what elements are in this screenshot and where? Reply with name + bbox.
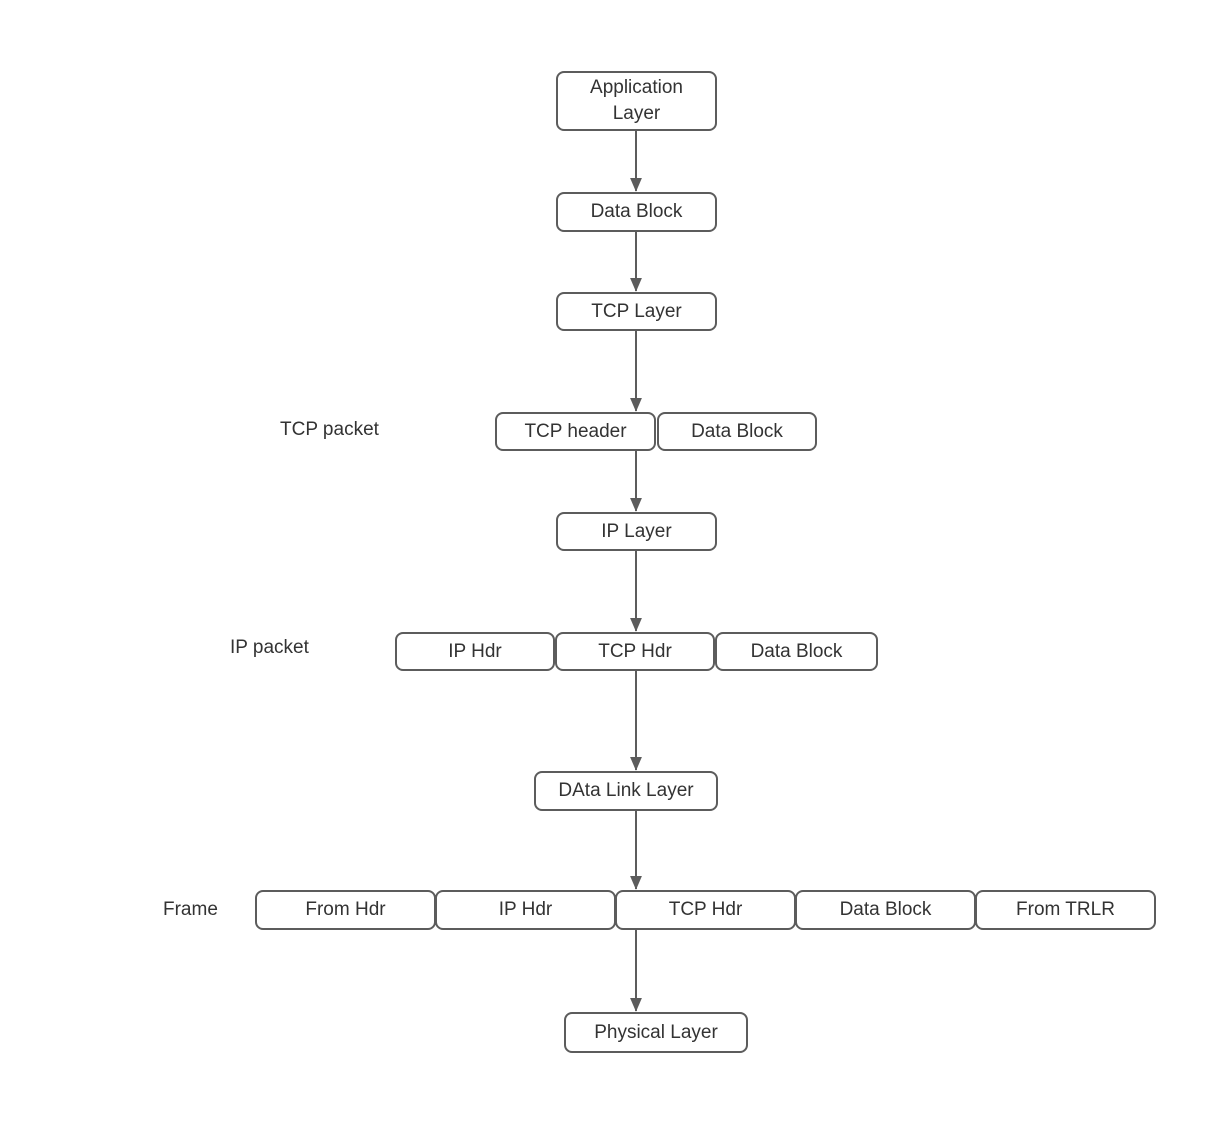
node-frame-data-block: Data Block — [795, 890, 976, 930]
node-frame-tcp-hdr: TCP Hdr — [615, 890, 796, 930]
node-application-layer: Application Layer — [556, 71, 717, 131]
node-frame-ip-hdr: IP Hdr — [435, 890, 616, 930]
node-ip-hdr: IP Hdr — [395, 632, 555, 671]
node-ip-layer: IP Layer — [556, 512, 717, 551]
node-tcp-packet-data-block: Data Block — [657, 412, 817, 451]
node-ip-packet-data-block: Data Block — [715, 632, 878, 671]
node-data-block: Data Block — [556, 192, 717, 232]
label-tcp-packet: TCP packet — [280, 419, 379, 440]
node-tcp-layer: TCP Layer — [556, 292, 717, 331]
node-tcp-header: TCP header — [495, 412, 656, 451]
node-ip-packet-tcp-hdr: TCP Hdr — [555, 632, 715, 671]
node-data-link-layer: DAta Link Layer — [534, 771, 718, 811]
node-physical-layer: Physical Layer — [564, 1012, 748, 1053]
node-frame-from-hdr: From Hdr — [255, 890, 436, 930]
label-ip-packet: IP packet — [230, 637, 309, 658]
label-frame: Frame — [163, 899, 218, 920]
node-frame-from-trlr: From TRLR — [975, 890, 1156, 930]
